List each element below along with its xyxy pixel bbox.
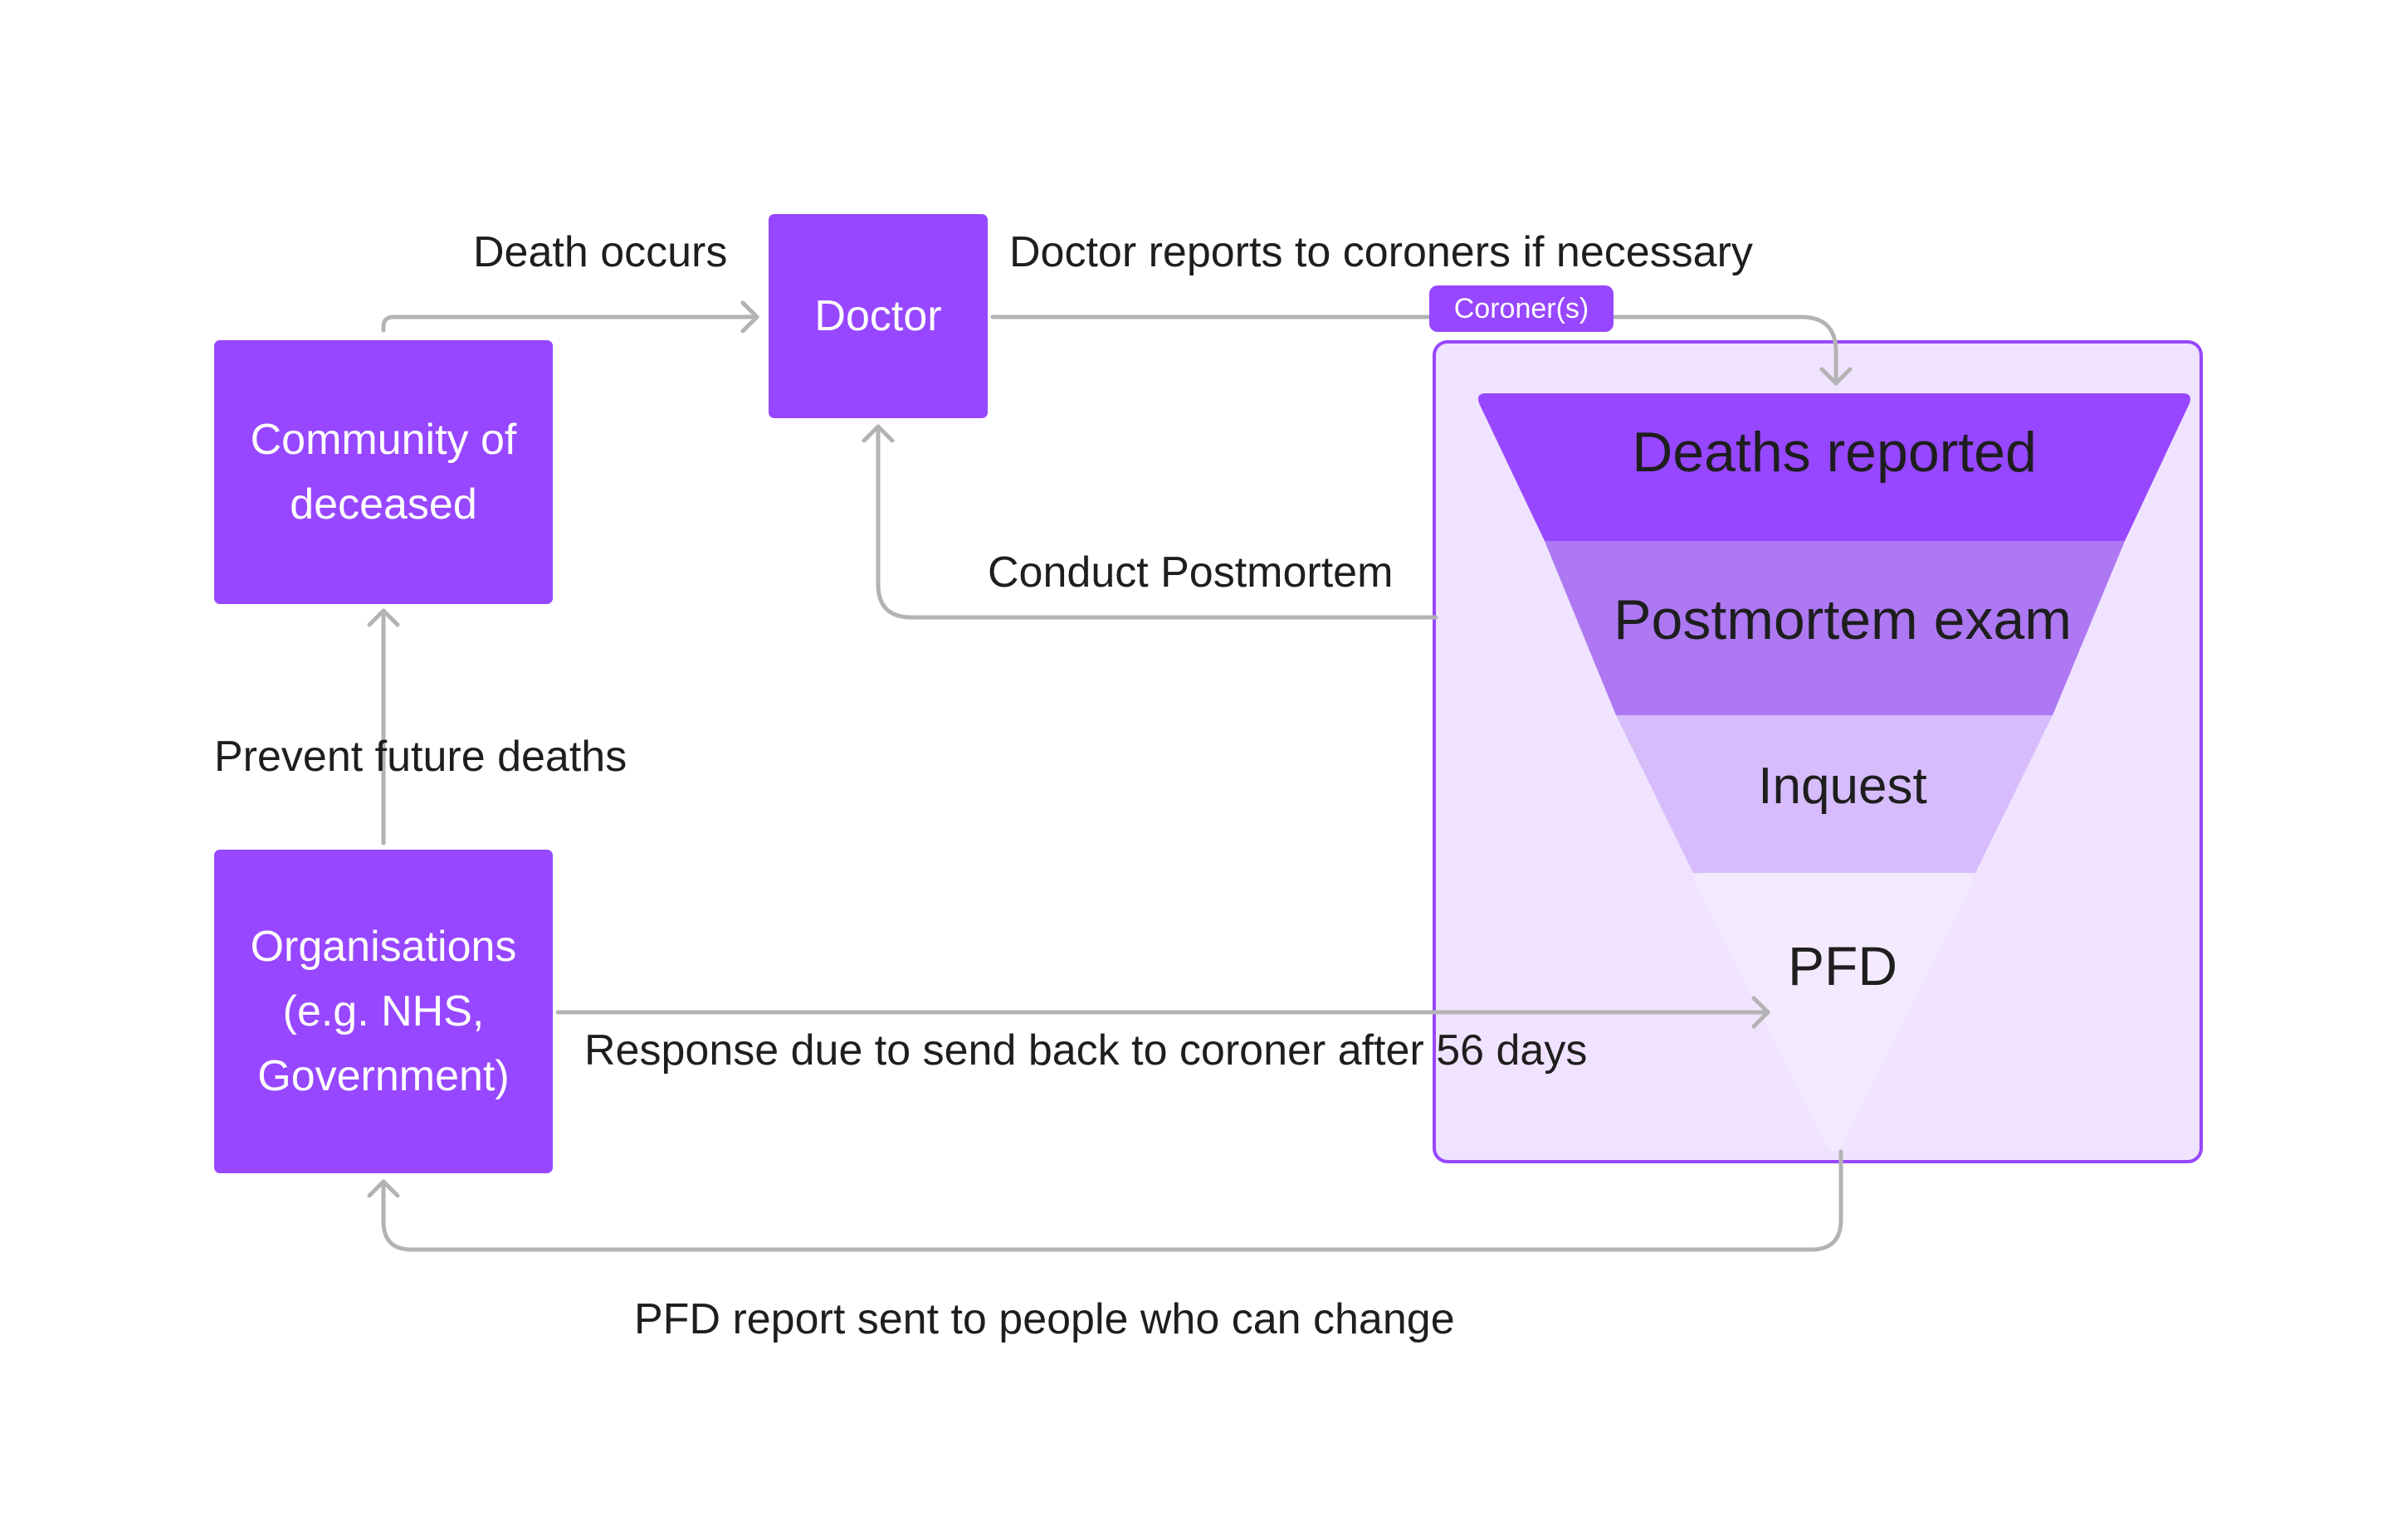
funnel-stage-deaths-reported [1478, 393, 2190, 541]
connector-conduct-postmortem [876, 424, 1438, 620]
funnel-stage-pfd [1693, 873, 1974, 1151]
arrowhead-pfd-in [1751, 996, 1770, 1029]
edge-label-response-due: Response due to send back to coroner aft… [584, 1026, 1588, 1075]
funnel-label-pfd: PFD [1788, 935, 1897, 997]
connector-doctor-reports [990, 314, 1838, 386]
edge-label-prevent-future: Prevent future deaths [214, 733, 627, 781]
node-doctor-label: Doctor [814, 292, 942, 340]
connector-death-occurs [381, 314, 759, 333]
edge-label-conduct-postmortem: Conduct Postmortem [988, 548, 1394, 597]
arrowhead-doctor-in [740, 300, 759, 334]
arrowhead-funnel-in [1819, 367, 1853, 386]
arrowhead-community-up [367, 608, 400, 627]
edge-label-death-occurs: Death occurs [473, 228, 728, 276]
node-community-of-deceased[interactable]: Community of deceased [214, 340, 553, 604]
coroner-group-tag: Coroner(s) [1429, 285, 1614, 332]
funnel-stage-postmortem-exam [1545, 541, 2125, 715]
node-doctor[interactable]: Doctor [769, 214, 988, 418]
edge-label-pfd-report: PFD report sent to people who can change [634, 1295, 1455, 1343]
funnel-label-deaths-reported: Deaths reported [1632, 421, 2037, 484]
edge-label-doctor-reports: Doctor reports to coroners if necessary [1009, 228, 1753, 276]
node-organisations-label: Organisations (e.g. NHS, Government) [250, 923, 517, 1100]
arrowhead-organisations-up [367, 1179, 400, 1198]
arrowhead-doctor-up [862, 424, 895, 443]
funnel-label-postmortem-exam: Postmortem exam [1614, 588, 2072, 651]
funnel-label-inquest: Inquest [1758, 758, 1927, 815]
node-community-label: Community of deceased [250, 416, 517, 529]
funnel-stage-inquest [1616, 715, 2053, 873]
node-organisations[interactable]: Organisations (e.g. NHS, Government) [214, 850, 553, 1173]
connector-pfd-report [381, 1149, 1843, 1252]
